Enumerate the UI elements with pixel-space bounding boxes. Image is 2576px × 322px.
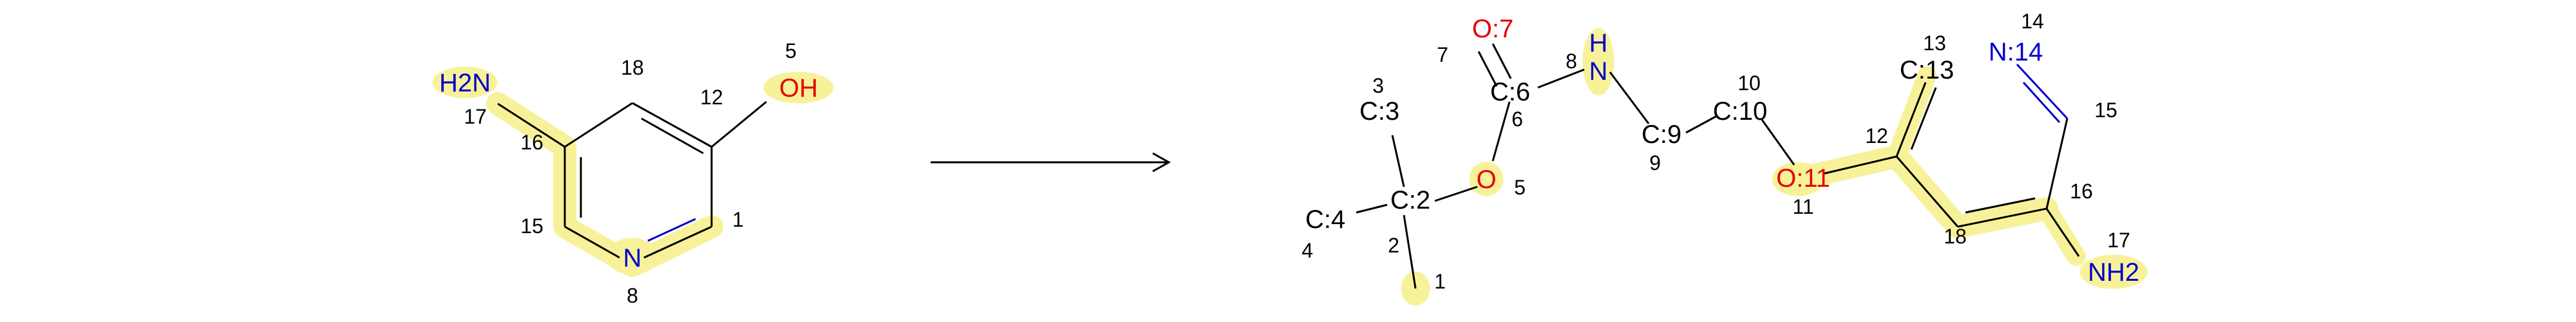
- bond-c6-o5: [1492, 101, 1511, 162]
- atom-o11: O:11: [1776, 164, 1830, 193]
- atom-o5: O: [1476, 166, 1496, 194]
- bond-c16-c15: [2045, 118, 2069, 209]
- atom-n14: N:14: [1989, 38, 2043, 66]
- amine-label: H2N: [439, 69, 491, 97]
- highlight-amine-n: [432, 66, 498, 99]
- arrow-head: [1152, 152, 1171, 173]
- reactant-index: 17: [464, 105, 487, 128]
- bond-o7-c6-double: [1477, 51, 1498, 87]
- atom-c6: C:6: [1490, 78, 1530, 106]
- product-index: 10: [1738, 71, 1761, 95]
- bond-c3-c2: [1391, 135, 1405, 187]
- atom-o7: O:7: [1472, 15, 1513, 43]
- reactant-index: 1: [732, 208, 744, 231]
- highlight-nh2: [2079, 254, 2148, 289]
- atom-n8: N: [1589, 57, 1608, 86]
- product-index: 11: [1792, 195, 1814, 218]
- bond-c12-c18: [1895, 156, 1959, 227]
- product-index: 6: [1511, 108, 1523, 131]
- bond-n8-c9: [1609, 71, 1650, 124]
- reactant-bonds: [497, 100, 767, 259]
- bond-12-5: [711, 100, 767, 148]
- product-index: 2: [1388, 234, 1399, 257]
- bond-18-12-inner: [641, 117, 704, 155]
- product-index: 12: [1865, 124, 1888, 147]
- bond-c9-c10: [1685, 115, 1718, 134]
- product-index: 5: [1514, 176, 1526, 199]
- bond-c2-c1: [1403, 214, 1417, 289]
- bond-c12-c13: [1895, 82, 1927, 157]
- bond-o11-c12: [1822, 155, 1897, 175]
- product-index: 1: [1434, 270, 1446, 293]
- product-index: 13: [1923, 32, 1946, 55]
- reactant-molecule: H2N OH N 17 16 18 12 5 15 1 8: [432, 39, 834, 307]
- reactant-index: 5: [785, 39, 797, 62]
- reaction-arrow: [931, 152, 1171, 173]
- reactant-index: 8: [627, 284, 638, 307]
- ring-nitrogen-label: N: [623, 244, 642, 272]
- product-index: 3: [1372, 74, 1384, 97]
- bond-8-1-inner: [647, 218, 696, 242]
- atom-c9: C:9: [1642, 120, 1681, 149]
- product-index: 7: [1437, 43, 1448, 66]
- bond-n14-c15: [2016, 63, 2069, 120]
- product-index: 17: [2107, 229, 2130, 252]
- atom-nh2: NH2: [2088, 258, 2139, 287]
- product-index: 18: [1944, 225, 1967, 248]
- reactant-index: 12: [700, 86, 723, 109]
- bond-o5-c2: [1434, 185, 1478, 202]
- product-index: 15: [2094, 99, 2117, 122]
- highlight-oh: [763, 71, 834, 104]
- product-bonds-n: [2016, 63, 2069, 124]
- hydroxyl-label: OH: [779, 74, 818, 102]
- bond-c12-c13-inner: [1910, 87, 1937, 150]
- atom-c10: C:10: [1713, 97, 1768, 126]
- product-highlight: [1401, 28, 2148, 306]
- product-index: 16: [2070, 180, 2093, 203]
- atom-h: H: [1589, 29, 1608, 57]
- product-index: 14: [2021, 10, 2044, 33]
- bond-c16-n17: [2045, 208, 2080, 257]
- bond-c6-n8: [1537, 68, 1585, 89]
- bond-n14-c15-inner: [2022, 81, 2061, 124]
- bond-17-16: [497, 102, 565, 148]
- product-molecule: O:7 C:6 H N C:3 O C:2 C:4 C:9 C:10 O:11 …: [1302, 10, 2148, 306]
- highlight-nh: [1582, 28, 1615, 96]
- bond-o7-c6: [1492, 43, 1512, 79]
- highlight-o5: [1469, 162, 1504, 196]
- product-bonds: [1356, 43, 2080, 289]
- product-index: 4: [1302, 239, 1313, 262]
- bond-c18-c16: [1957, 207, 2047, 228]
- atom-c13: C:13: [1900, 56, 1955, 84]
- reactant-highlight: [432, 66, 834, 277]
- bond-16-18: [564, 102, 633, 148]
- reactant-index: 16: [520, 131, 544, 154]
- atom-c4: C:4: [1305, 205, 1345, 234]
- bond-c4-c2: [1356, 204, 1388, 214]
- atom-c3: C:3: [1359, 97, 1399, 126]
- product-index: 8: [1566, 50, 1577, 73]
- bond-8-1: [643, 225, 712, 259]
- bond-c18-c16-inner: [1965, 197, 2036, 214]
- atom-c2: C:2: [1390, 186, 1430, 214]
- bond-18-12: [632, 102, 712, 148]
- reactant-index: 15: [520, 214, 544, 238]
- product-index: 9: [1649, 151, 1661, 175]
- bond-15-8: [564, 225, 620, 259]
- bond-c10-o11: [1761, 119, 1795, 166]
- reactant-index: 18: [621, 56, 644, 79]
